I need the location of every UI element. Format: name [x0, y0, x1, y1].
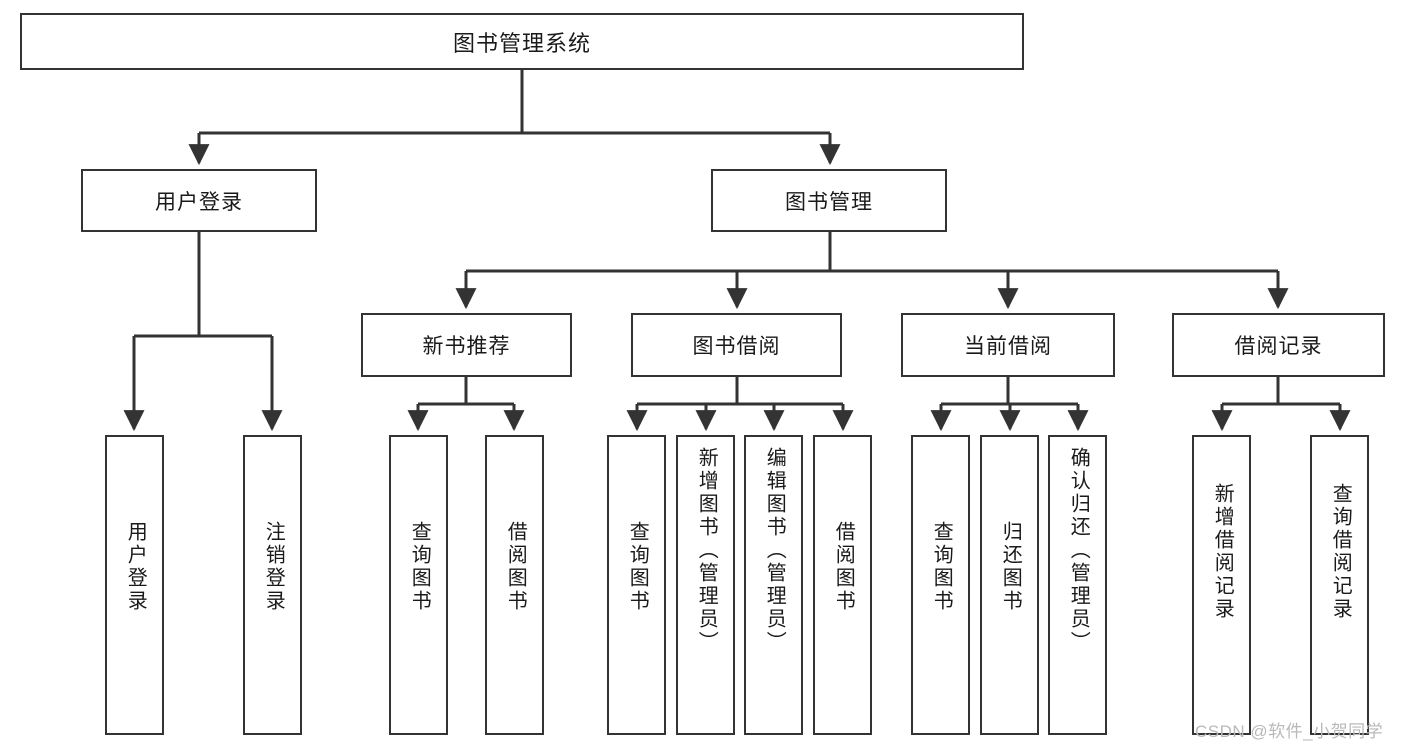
node-current-borrow-label: 当前借阅 [964, 335, 1052, 358]
leaf-borrow-book-1[interactable]: 借阅图书 [485, 435, 544, 735]
leaf-edit-book[interactable]: 编辑图书（管理员） [744, 435, 803, 735]
node-book-borrow[interactable]: 图书借阅 [631, 313, 842, 377]
leaf-user-logout-label: 注销登录 [262, 521, 285, 613]
node-book-manage[interactable]: 图书管理 [711, 169, 947, 232]
leaf-query-record-label: 查询借阅记录 [1329, 483, 1352, 621]
leaf-query-book-1[interactable]: 查询图书 [389, 435, 448, 735]
leaf-user-logout[interactable]: 注销登录 [243, 435, 302, 735]
node-root-label: 图书管理系统 [452, 30, 591, 56]
node-new-book-recommend-label: 新书推荐 [422, 335, 511, 358]
leaf-confirm-return-label: 确认归还（管理员） [1067, 447, 1090, 654]
leaf-add-book-label: 新增图书（管理员） [695, 447, 718, 654]
leaf-borrow-book-2[interactable]: 借阅图书 [813, 435, 872, 735]
node-new-book-recommend[interactable]: 新书推荐 [361, 313, 572, 377]
leaf-borrow-book-1-label: 借阅图书 [504, 521, 527, 613]
node-book-manage-label: 图书管理 [785, 190, 873, 214]
leaf-user-login[interactable]: 用户登录 [105, 435, 164, 735]
leaf-return-book[interactable]: 归还图书 [980, 435, 1039, 735]
leaf-edit-book-label: 编辑图书（管理员） [763, 447, 786, 654]
leaf-query-book-3[interactable]: 查询图书 [911, 435, 970, 735]
leaf-add-book[interactable]: 新增图书（管理员） [676, 435, 735, 735]
node-current-borrow[interactable]: 当前借阅 [901, 313, 1115, 377]
leaf-add-record[interactable]: 新增借阅记录 [1192, 435, 1251, 735]
leaf-borrow-book-2-label: 借阅图书 [832, 521, 855, 613]
leaf-user-login-label: 用户登录 [124, 521, 147, 613]
leaf-query-record[interactable]: 查询借阅记录 [1310, 435, 1369, 735]
node-book-borrow-label: 图书借阅 [692, 335, 781, 358]
node-root[interactable]: 图书管理系统 [20, 13, 1024, 70]
node-borrow-record-label: 借阅记录 [1234, 335, 1323, 358]
leaf-confirm-return[interactable]: 确认归还（管理员） [1048, 435, 1107, 735]
leaf-query-book-3-label: 查询图书 [930, 521, 953, 613]
node-borrow-record[interactable]: 借阅记录 [1172, 313, 1385, 377]
leaf-return-book-label: 归还图书 [999, 521, 1022, 613]
leaf-query-book-2-label: 查询图书 [626, 521, 649, 613]
leaf-query-book-2[interactable]: 查询图书 [607, 435, 666, 735]
node-user-login[interactable]: 用户登录 [81, 169, 317, 232]
leaf-query-book-1-label: 查询图书 [408, 521, 431, 613]
node-user-login-label: 用户登录 [155, 190, 243, 214]
leaf-add-record-label: 新增借阅记录 [1211, 483, 1234, 621]
